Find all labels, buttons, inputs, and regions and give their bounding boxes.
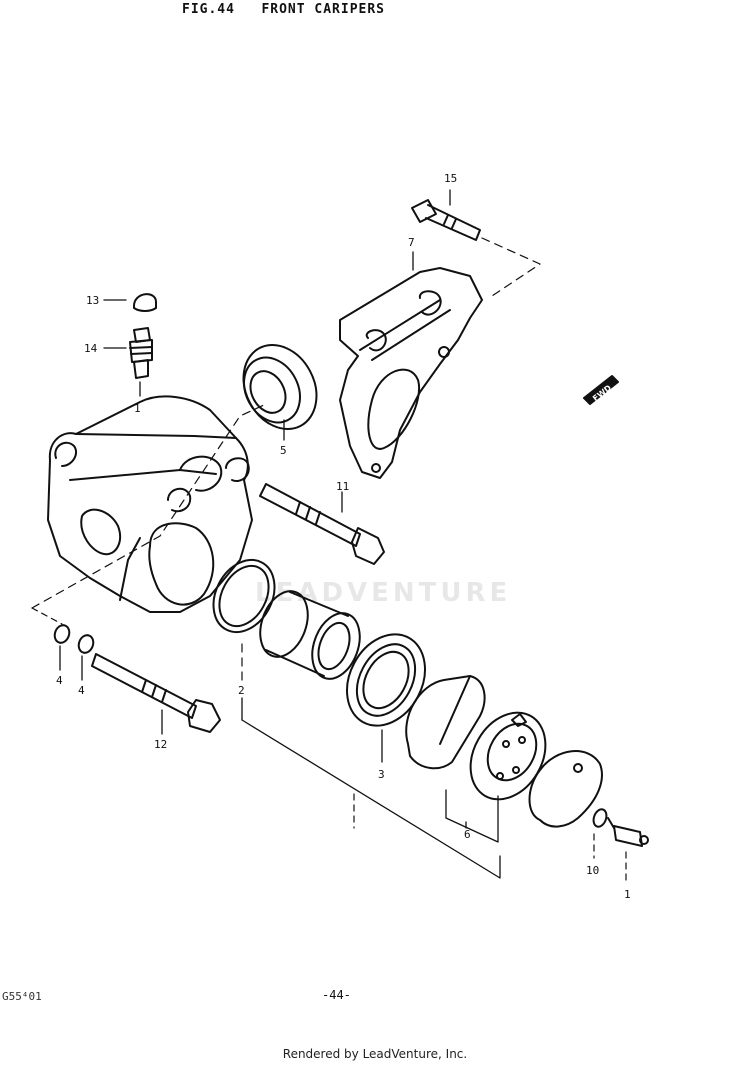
part-7-bracket	[339, 267, 483, 479]
caliper-body	[47, 395, 253, 613]
callout-5: 5	[280, 444, 287, 457]
part-15-bolt	[411, 199, 481, 241]
part-6-pad-set	[405, 675, 603, 828]
part-3-seal	[346, 633, 426, 727]
figure-title: FIG.44 FRONT CARIPERS	[182, 2, 386, 17]
exploded-parts-diagram: LEADVENTURE FWD	[31, 172, 649, 901]
callout-3: 3	[378, 768, 385, 781]
callout-7: 7	[408, 236, 415, 249]
footer-text: Rendered by LeadVenture, Inc.	[282, 1047, 468, 1061]
part-12-pin	[91, 653, 221, 733]
part-4-rings	[53, 624, 95, 654]
drawing-code: G55⁴01	[2, 990, 42, 1003]
callout-2: 2	[238, 684, 245, 697]
part-13-cap	[133, 293, 157, 312]
part-11-pin	[259, 483, 385, 565]
callout-10: 10	[586, 864, 599, 877]
callout-6: 6	[464, 828, 471, 841]
callout-13: 13	[86, 294, 99, 307]
callout-15: 15	[444, 172, 457, 185]
callout-1-top: 1	[134, 402, 141, 415]
piston	[259, 590, 361, 680]
callout-1: 1	[624, 888, 631, 901]
part-10-1-pins	[592, 808, 649, 847]
callout-14: 14	[84, 342, 98, 355]
part-5-seal	[242, 343, 318, 431]
callout-12: 12	[154, 738, 167, 751]
callout-4b: 4	[78, 684, 85, 697]
part-2-oring	[212, 558, 276, 634]
fwd-arrow-tag: FWD	[583, 375, 619, 405]
callout-11: 11	[336, 480, 349, 493]
page-number: -44-	[322, 988, 351, 1002]
part-14-bleeder	[129, 327, 153, 379]
callout-4a: 4	[56, 674, 63, 687]
